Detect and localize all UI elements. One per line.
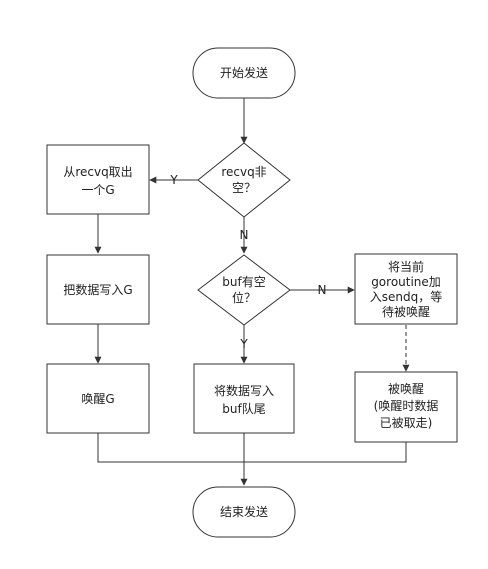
end-terminal-shape: [192, 486, 296, 538]
decision-recvq-line2: 空？: [232, 181, 256, 195]
edges: Y N Y N: [94, 98, 410, 486]
enqueue-sendq-box: [354, 253, 458, 325]
wake-g-box: [46, 363, 150, 434]
write-data-to-g-label: 把数据写入G: [63, 282, 132, 297]
take-from-recvq-line2: 一个G: [81, 183, 114, 197]
end-node: 结束发送: [192, 486, 296, 538]
nodes: 开始发送 recvq非 空？ 从recvq取出 一个G 把数据写入G 唤醒G b…: [46, 47, 458, 538]
enqueue-sendq-line2: goroutine加: [371, 275, 441, 289]
woken-line1: 被唤醒: [388, 382, 424, 396]
woken-box: [354, 371, 458, 443]
write-to-buf-line2: buf队尾: [222, 401, 265, 416]
enqueue-sendq-line3: 入sendq，等: [370, 290, 442, 304]
edge-wake-to-end: [97, 433, 244, 463]
end-label: 结束发送: [220, 504, 268, 519]
enqueue-sendq-line4: 待被唤醒: [382, 305, 430, 319]
enqueue-sendq-line1: 将当前: [388, 259, 424, 274]
decision-buf-line1: buf有空: [222, 275, 265, 289]
start-label: 开始发送: [220, 65, 268, 80]
woken-line3: 已被取走): [380, 416, 433, 430]
write-data-to-g-box: [46, 254, 150, 325]
start-node: 开始发送: [192, 47, 296, 99]
decision-recvq-diamond: [197, 142, 291, 218]
edge-woken-to-end: [244, 442, 407, 463]
decision-buf-diamond: [197, 254, 291, 326]
write-to-buf-node: 将数据写入 buf队尾: [193, 363, 295, 434]
take-from-recvq-box: [46, 144, 150, 215]
edge-label-recvq-no: N: [240, 228, 249, 242]
decision-recvq-node: recvq非 空？: [197, 142, 291, 218]
write-data-to-g-node: 把数据写入G: [46, 254, 150, 325]
start-terminal-shape: [192, 47, 296, 99]
woken-node: 被唤醒 (唤醒时数据 已被取走): [354, 371, 458, 443]
enqueue-sendq-node: 将当前 goroutine加 入sendq，等 待被唤醒: [354, 253, 458, 325]
edge-label-recvq-yes: Y: [169, 173, 178, 187]
write-to-buf-box: [193, 363, 295, 434]
wake-g-label: 唤醒G: [81, 392, 114, 406]
decision-recvq-line1: recvq非: [221, 165, 266, 179]
write-to-buf-line1: 将数据写入: [214, 383, 274, 398]
decision-buf-line2: 位？: [232, 290, 256, 305]
take-from-recvq-node: 从recvq取出 一个G: [46, 144, 150, 215]
edge-label-buf-no: N: [318, 283, 327, 297]
woken-line2: (唤醒时数据: [374, 398, 439, 413]
wake-g-node: 唤醒G: [46, 363, 150, 434]
edge-label-buf-yes: Y: [239, 337, 248, 351]
take-from-recvq-line1: 从recvq取出: [63, 165, 132, 179]
decision-buf-node: buf有空 位？: [197, 254, 291, 326]
